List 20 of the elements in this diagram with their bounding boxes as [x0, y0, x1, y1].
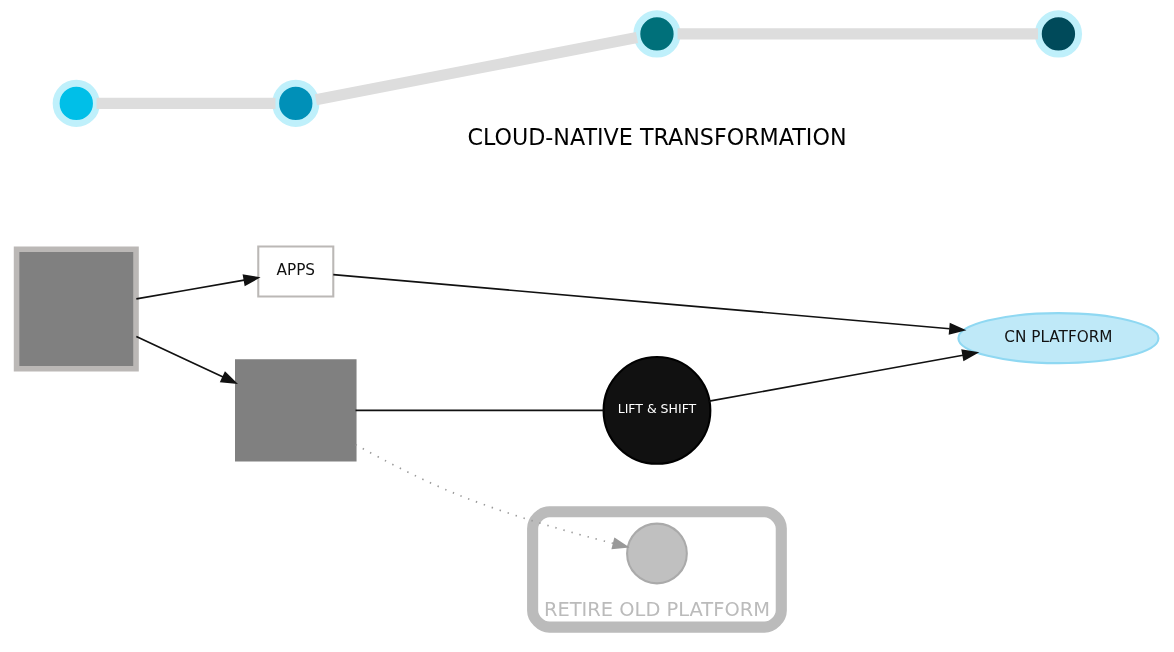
node-circle: [271, 79, 319, 127]
connector: [354, 409, 604, 412]
node-circle: [625, 522, 688, 585]
node-circle: LIFT & SHIFT: [602, 355, 711, 465]
connector: [677, 28, 1038, 40]
arrow: [354, 443, 630, 550]
node-box: [234, 359, 357, 462]
arrow: [707, 349, 979, 402]
arrow: [135, 274, 261, 300]
node-box: APPS: [256, 245, 334, 298]
node-box: [13, 246, 139, 372]
arrow: [135, 335, 238, 384]
arrow: [331, 273, 966, 335]
cluster: RETIRE OLD PLATFORM: [526, 506, 787, 633]
node-circle: [632, 10, 681, 58]
label: CLOUD-NATIVE TRANSFORMATION: [466, 123, 847, 150]
node-circle: [1034, 10, 1082, 58]
connector: [96, 97, 275, 109]
connector: [314, 32, 638, 106]
node-circle: [52, 79, 100, 127]
